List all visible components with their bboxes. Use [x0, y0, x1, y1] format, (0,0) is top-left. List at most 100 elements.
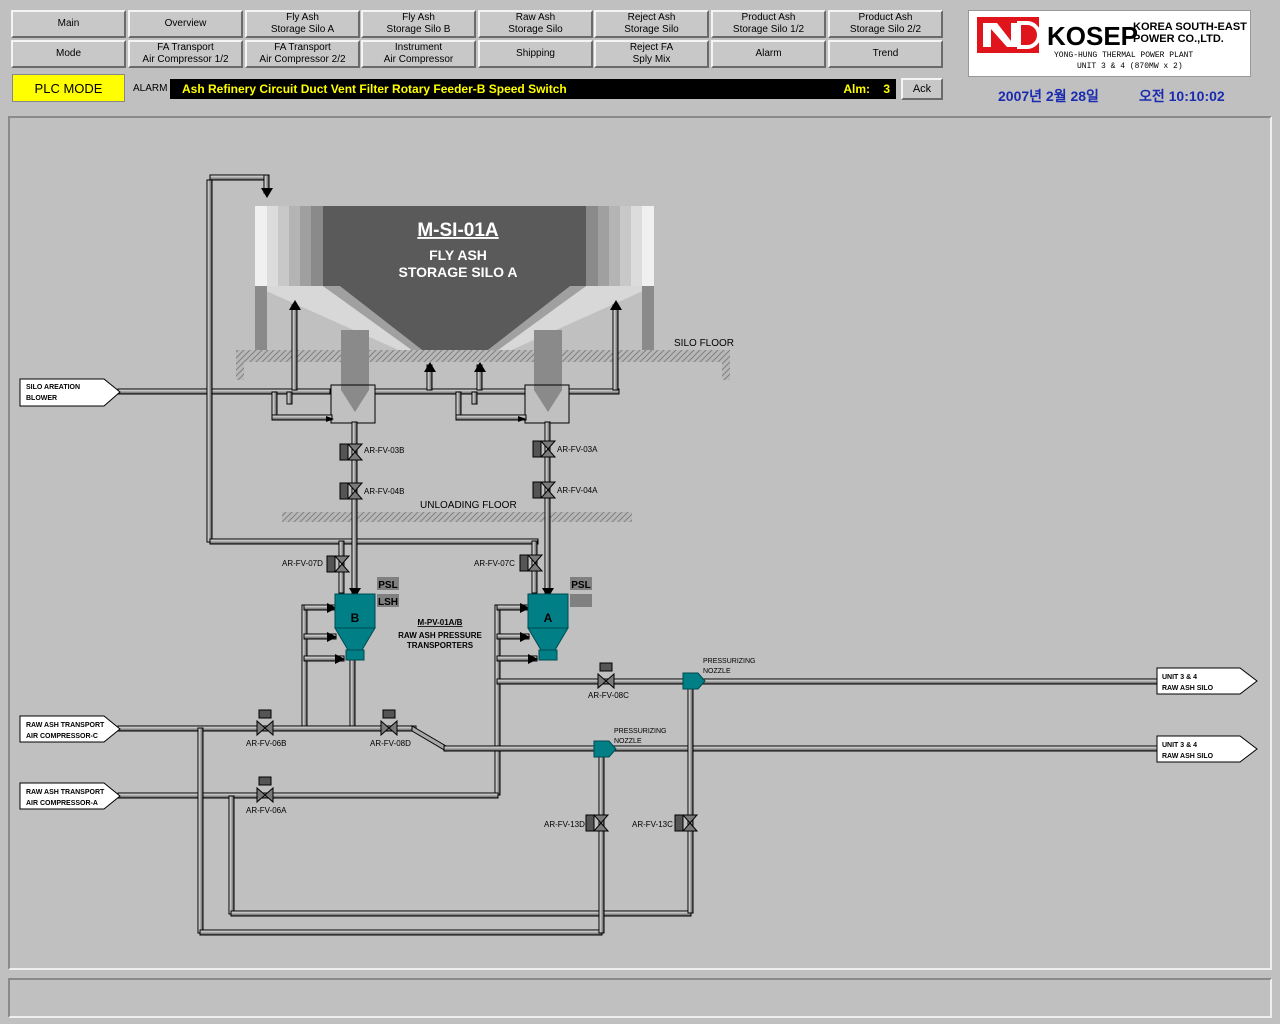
- svg-text:PRESSURIZING: PRESSURIZING: [614, 728, 667, 735]
- alarm-message: Ash Refinery Circuit Duct Vent Filter Ro…: [182, 82, 567, 96]
- alarm-count-label: Alm:: [843, 82, 870, 96]
- unloading-floor-label: UNLOADING FLOOR: [420, 500, 517, 511]
- valve-ar-fv-06b[interactable]: [256, 709, 274, 737]
- svg-text:RAW ASH SILO: RAW ASH SILO: [1162, 753, 1214, 760]
- svg-text:AIR COMPRESSOR-C: AIR COMPRESSOR-C: [26, 733, 98, 740]
- valve-label-08c: AR-FV-08C: [588, 691, 629, 700]
- valve-ar-fv-08c[interactable]: [597, 662, 615, 690]
- time-display: 오전 10:10:02: [1139, 88, 1225, 104]
- tank-b[interactable]: [334, 593, 376, 661]
- svg-text:AIR COMPRESSOR-A: AIR COMPRESSOR-A: [26, 800, 98, 807]
- valve-label-06b: AR-FV-06B: [246, 739, 286, 748]
- nav-trend-button[interactable]: Trend: [828, 40, 943, 68]
- nav-main-button[interactable]: Main: [11, 10, 126, 38]
- nav-shipping-button[interactable]: Shipping: [478, 40, 593, 68]
- svg-text:LSH: LSH: [378, 597, 398, 608]
- logo-unit: UNIT 3 & 4 (870MW x 2): [1077, 62, 1183, 71]
- raw-ash-silo-tag-lower[interactable]: [1156, 735, 1258, 763]
- svg-text:BLOWER: BLOWER: [26, 395, 57, 402]
- valve-ar-fv-06a[interactable]: [256, 776, 274, 804]
- valve-ar-fv-04b[interactable]: [339, 482, 364, 500]
- compressor-c-tag[interactable]: [19, 715, 121, 743]
- valve-label-08d: AR-FV-08D: [370, 739, 411, 748]
- alarm-label: ALARM: [133, 83, 168, 94]
- kosep-logo-icon: KOSEP KOREA SOUTH-EAST POWER CO.,LTD. YO…: [977, 17, 1247, 71]
- company-logo: KOSEP KOREA SOUTH-EAST POWER CO.,LTD. YO…: [968, 10, 1251, 77]
- valve-ar-fv-03b[interactable]: [339, 443, 364, 461]
- valve-label-03b: AR-FV-03B: [364, 446, 404, 455]
- nav-overview-button[interactable]: Overview: [128, 10, 243, 38]
- svg-text:NOZZLE: NOZZLE: [614, 738, 642, 745]
- date-display: 2007년 2월 28일: [998, 88, 1099, 104]
- logo-company-1: KOREA SOUTH-EAST: [1133, 21, 1247, 33]
- svg-text:PSL: PSL: [571, 580, 590, 591]
- ack-button[interactable]: Ack: [901, 78, 943, 100]
- valve-ar-fv-07c[interactable]: [519, 554, 544, 572]
- valve-label-06a: AR-FV-06A: [246, 806, 287, 815]
- pv-name-1: RAW ASH PRESSURE: [398, 631, 482, 640]
- logo-company-2: POWER CO.,LTD.: [1133, 33, 1224, 45]
- valve-ar-fv-04a[interactable]: [532, 481, 557, 499]
- valve-ar-fv-13d[interactable]: [585, 814, 610, 832]
- silo-body: [255, 206, 654, 356]
- valve-ar-fv-03a[interactable]: [532, 440, 557, 458]
- valve-label-13c: AR-FV-13C: [632, 820, 673, 829]
- svg-text:RAW ASH TRANSPORT: RAW ASH TRANSPORT: [26, 722, 105, 729]
- pv-name-2: TRANSPORTERS: [407, 641, 474, 650]
- valve-label-07d: AR-FV-07D: [282, 559, 323, 568]
- pv-id: M-PV-01A/B: [418, 618, 463, 627]
- svg-text:NOZZLE: NOZZLE: [703, 668, 731, 675]
- silo-floor-label: SILO FLOOR: [674, 338, 734, 349]
- logo-plant: YONG-HUNG THERMAL POWER PLANT: [1054, 51, 1193, 60]
- valve-label-13d: AR-FV-13D: [544, 820, 585, 829]
- valve-ar-fv-07d[interactable]: [326, 555, 351, 573]
- pressurizing-nozzle-upper[interactable]: [682, 672, 706, 690]
- alarm-count: 3: [883, 82, 890, 96]
- lsh-b-indicator: [377, 594, 399, 607]
- diagram-frame: [8, 116, 1272, 970]
- pressurizing-nozzle-lower[interactable]: [593, 740, 617, 758]
- valve-ar-fv-08d[interactable]: [380, 709, 398, 737]
- tank-a[interactable]: [527, 593, 569, 661]
- plc-mode-indicator: PLC MODE: [12, 74, 125, 102]
- tank-b-label: B: [351, 611, 360, 625]
- status-bar: [8, 978, 1272, 1018]
- tank-a-label: A: [544, 611, 553, 625]
- svg-text:RAW ASH SILO: RAW ASH SILO: [1162, 685, 1214, 692]
- compressor-a-tag[interactable]: [19, 782, 121, 810]
- valve-label-04a: AR-FV-04A: [557, 486, 598, 495]
- silo-aeration-blower-tag[interactable]: [19, 378, 121, 407]
- nav-mode-button[interactable]: Mode: [11, 40, 126, 68]
- svg-text:PSL: PSL: [378, 580, 397, 591]
- silo-floor: [236, 350, 730, 362]
- psl-a-indicator: [570, 577, 592, 590]
- psl-b-indicator: [377, 577, 399, 590]
- valve-label-03a: AR-FV-03A: [557, 445, 598, 454]
- alarm-banner: Ash Refinery Circuit Duct Vent Filter Ro…: [170, 79, 896, 99]
- silo-id: M-SI-01A: [417, 220, 499, 241]
- silo-name-1: FLY ASH: [429, 247, 487, 263]
- svg-text:RAW ASH TRANSPORT: RAW ASH TRANSPORT: [26, 789, 105, 796]
- svg-text:UNIT 3 & 4: UNIT 3 & 4: [1162, 742, 1197, 749]
- svg-text:SILO AREATION: SILO AREATION: [26, 384, 80, 391]
- silo-name-2: STORAGE SILO A: [398, 264, 517, 280]
- lsh-a-indicator: [570, 594, 592, 607]
- raw-ash-silo-tag-upper[interactable]: [1156, 667, 1258, 695]
- valve-label-04b: AR-FV-04B: [364, 487, 404, 496]
- unloading-floor: [282, 512, 632, 522]
- nav-alarm-button[interactable]: Alarm: [711, 40, 826, 68]
- logo-brand: KOSEP: [1047, 21, 1138, 51]
- valve-ar-fv-13c[interactable]: [674, 814, 699, 832]
- valve-label-07c: AR-FV-07C: [474, 559, 515, 568]
